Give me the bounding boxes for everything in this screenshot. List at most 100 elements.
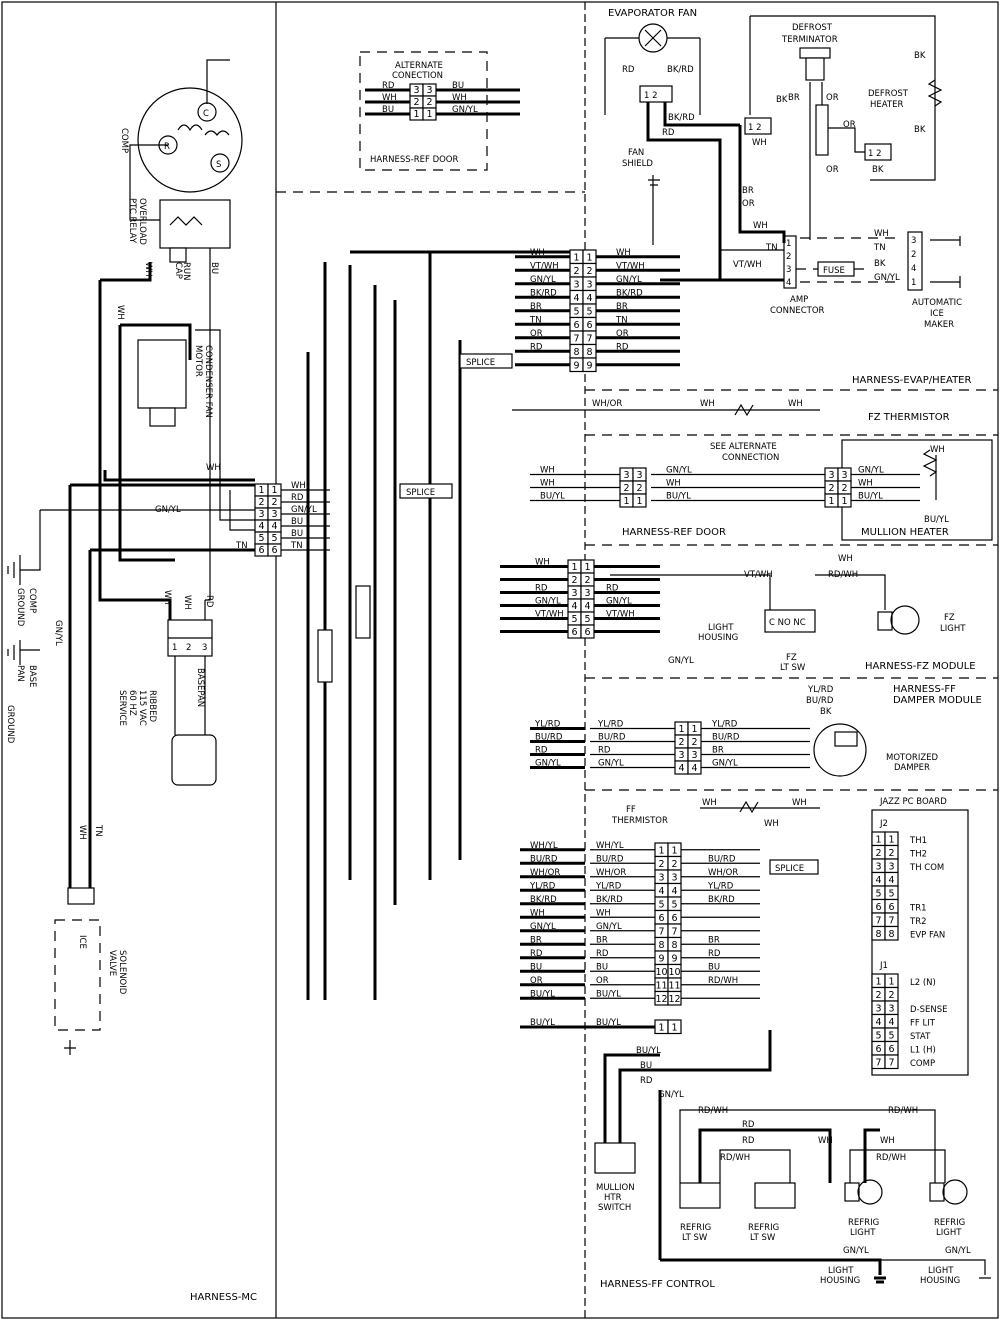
j1-title: J1 [879,961,888,971]
splice-2 [399,483,453,499]
j2-pin-label: 6 [875,902,881,913]
refdoor-b-pin-label: 2 [828,483,834,494]
svg-text:ALTERNATE: ALTERNATE [395,61,443,71]
j1-pin-7 [884,1054,899,1070]
svg-text:TN: TN [93,824,103,837]
light-bulb-icon [890,605,920,635]
refdoor-b-pin-label: 3 [841,470,847,481]
svg-text:FF: FF [626,805,636,815]
j2-title: J2 [879,819,888,829]
svg-text:HOUSING: HOUSING [920,1276,960,1286]
j2-pin-label: 4 [888,875,894,886]
svg-text:SPLICE: SPLICE [406,488,435,498]
ff-left-wire-label: GN/YL [530,922,556,932]
damper-right-wire-label: YL/RD [711,720,738,730]
main-pin-label: 8 [586,347,592,358]
svg-text:RD: RD [742,1136,755,1146]
service-plug [171,734,217,786]
fz-left-wire-label: VT/WH [535,610,564,620]
fz-pin-label: 3 [571,588,577,599]
run-cap-label-2: CAP [173,262,183,279]
run-cap-symbol [169,247,187,263]
run-cap-label-1: RUN [181,262,191,281]
ff-mid-wire-label: BK/RD [596,895,623,905]
compressor: C R S COMP [119,87,243,193]
j2-pin-label: 5 [888,889,894,900]
main-pin-label: 7 [573,334,579,345]
svg-text:3: 3 [202,643,207,653]
ff-pin-label: 5 [671,900,677,911]
svg-text:HOUSING: HOUSING [820,1276,860,1286]
j2-pin-label: 2 [888,848,894,859]
j2-pin-name: EVP FAN [910,931,945,941]
ff-extra-label: BU/YL [530,1018,555,1028]
harness-ff-control-label: HARNESS-FF CONTROL [600,1279,715,1290]
j1-pin-label: 7 [875,1058,881,1069]
damper-pin-label: 2 [678,737,684,748]
j2-pin-name: TR1 [909,904,927,914]
svg-text:YL/RD: YL/RD [807,685,834,695]
damper-right-wire-label: BR [712,746,724,756]
j1-pin-name: D-SENSE [910,1005,948,1015]
refdoor-mid-wire-label: WH [666,479,681,489]
ff-thermistor-icon [739,800,759,814]
svg-text:4: 4 [786,278,791,288]
j1-pin-label: 5 [888,1031,894,1042]
fz-right-wire-label: RD [606,584,619,594]
mc-right-wire-label: WH [291,481,306,491]
svg-text:OR: OR [742,199,755,209]
ff-right-wire-label: BK/RD [708,895,735,905]
j2-pin-label: 7 [888,916,894,927]
ff-pin-label: 6 [671,913,677,924]
ff-extra-pin-label: 1 [658,1023,664,1034]
main-pin-label: 2 [573,266,579,277]
damper-pin-label: 4 [678,763,684,774]
svg-text:GN/YL: GN/YL [53,620,63,646]
damper-motor-icon [813,723,867,777]
fz-left-wire-label: GN/YL [535,597,561,607]
fz-pin-label: 4 [571,601,577,612]
mullion-heater-label: MULLION HEATER [861,527,949,538]
ff-control-wires [603,1030,946,1260]
main-pin-label: 4 [573,293,579,304]
main-pin-label: 1 [586,253,592,264]
j1-pin-name: FF LIT [910,1019,936,1029]
alt-left-wire-label: WH [382,93,397,103]
fz-left-wire-label: WH [535,558,550,568]
alt-pin-label: 2 [413,97,419,108]
svg-text:WH: WH [206,463,221,473]
svg-text:RD/WH: RD/WH [876,1153,906,1163]
ff-left-wire-label: YL/RD [529,881,556,891]
svg-text:2: 2 [186,643,191,653]
j2-pin-label: 3 [875,862,881,873]
damper-left-wire-label: BU/RD [535,733,563,743]
refdoor-b-pin-label: 2 [841,483,847,494]
ff-pin-label: 2 [658,859,664,870]
svg-text:BK: BK [872,165,884,175]
mc-right-wire-label: BU [291,517,303,527]
j1-pin-label: 3 [875,1004,881,1015]
svg-text:LIGHT: LIGHT [850,1228,876,1238]
damper-pin-label: 3 [691,750,697,761]
fz-pin-label: 2 [571,575,577,586]
defrost-terminator: DEFROST TERMINATOR BK BR OR OR OR 1 2 WH [744,15,936,240]
main-pin-label: 6 [573,320,579,331]
fz-pin-label: 6 [584,627,590,638]
svg-text:RD/WH: RD/WH [888,1106,918,1116]
ff-pin-label: 5 [658,900,664,911]
refrig-light-1: REFRIG LIGHT [844,1179,883,1238]
svg-text:CONNECTOR: CONNECTOR [770,306,825,316]
harness-ref-door-label: HARNESS-REF DOOR [622,527,726,538]
alt-pin-label: 3 [426,85,432,96]
harness-ff-label: HARNESS-FF [893,684,956,695]
fz-right-wire-label: VT/WH [606,610,635,620]
ff-right-wire-label: RD/WH [708,976,738,986]
harness-mc-label: HARNESS-MC [190,1292,257,1303]
svg-text:ICE: ICE [930,309,944,319]
svg-text:BASE: BASE [27,665,37,687]
ff-pin-label: 11 [668,981,680,992]
ff-pin-label: 3 [658,873,664,884]
